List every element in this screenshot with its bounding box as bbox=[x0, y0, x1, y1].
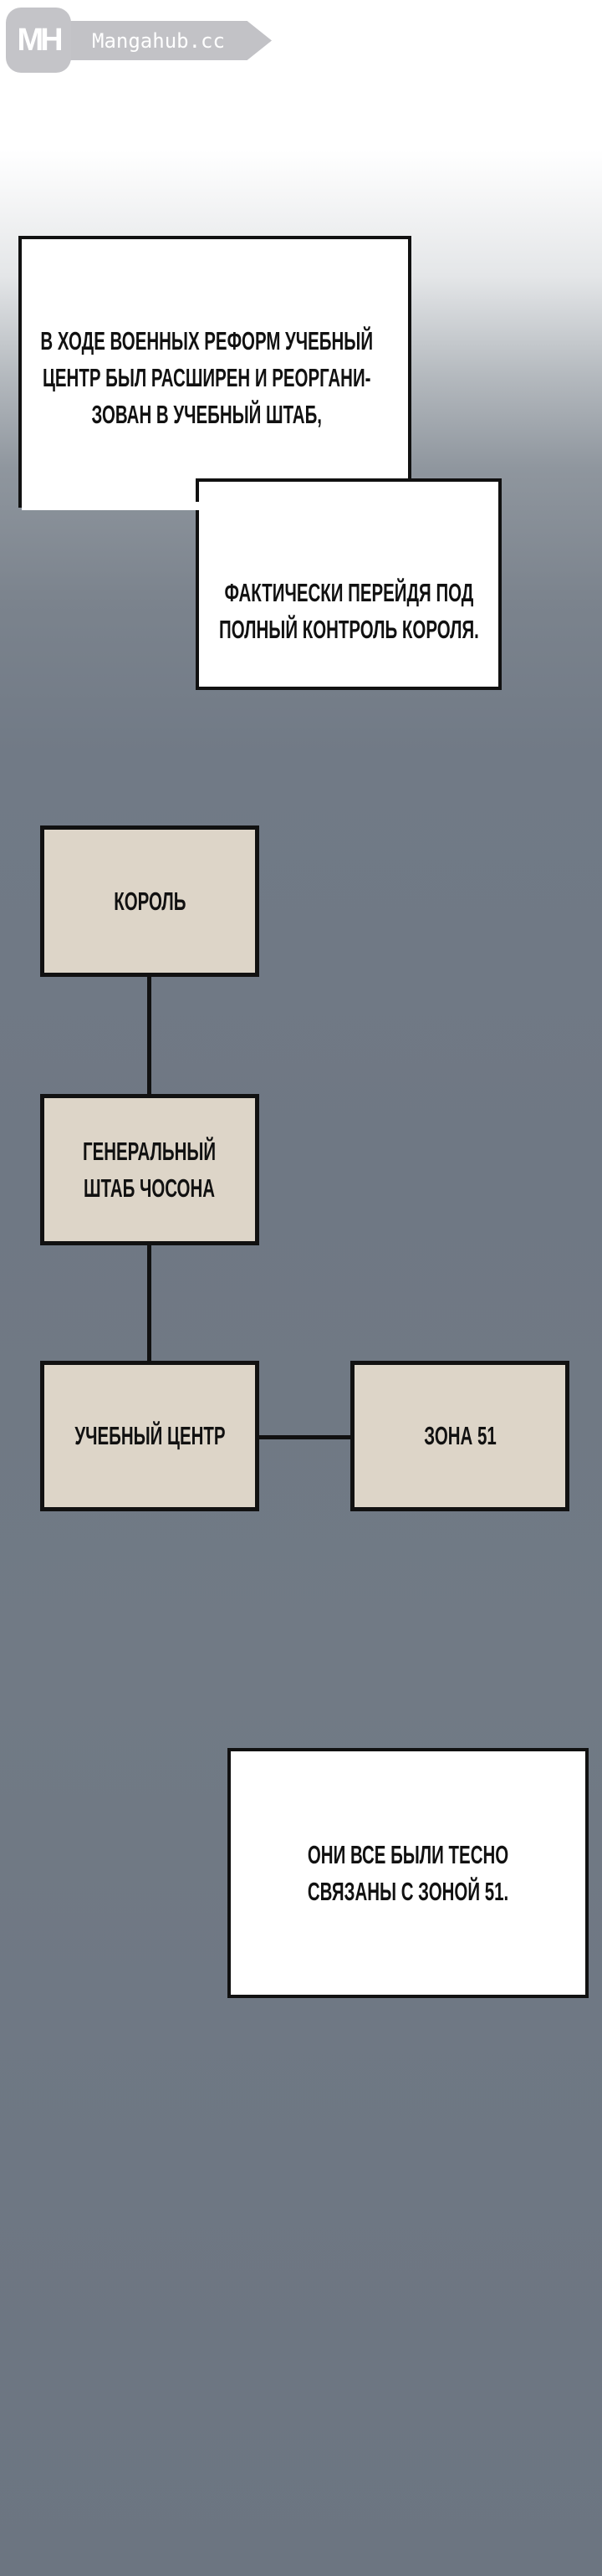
node-line: ШТАБ ЧОСОНА bbox=[84, 1173, 216, 1203]
caption-line: СВЯЗАНЫ С ЗОНОЙ 51. bbox=[307, 1876, 509, 1906]
caption-line: ФАКТИЧЕСКИ ПЕРЕЙДЯ ПОД bbox=[224, 578, 473, 607]
node-label: ЗОНА 51 bbox=[423, 1421, 497, 1450]
node-training-center: УЧЕБНЫЙ ЦЕНТР bbox=[40, 1361, 259, 1511]
node-zone-51: ЗОНА 51 bbox=[350, 1361, 569, 1511]
caption-box-1: В ХОДЕ ВОЕННЫХ РЕФОРМ УЧЕБНЫЙ ЦЕНТР БЫЛ … bbox=[18, 236, 411, 508]
node-line: ГЕНЕРАЛЬНЫЙ bbox=[83, 1136, 217, 1166]
watermark-banner: Mangahub.cc bbox=[67, 21, 272, 60]
caption-text-3: ОНИ ВСЕ БЫЛИ ТЕСНО СВЯЗАНЫ С ЗОНОЙ 51. bbox=[308, 1837, 508, 1910]
watermark-logo: MH bbox=[6, 8, 71, 73]
node-label: УЧЕБНЫЙ ЦЕНТР bbox=[74, 1421, 226, 1450]
connector-line bbox=[147, 1244, 151, 1363]
caption-line: В ХОДЕ ВОЕННЫХ РЕФОРМ УЧЕБНЫЙ bbox=[40, 326, 373, 355]
caption-text-1: В ХОДЕ ВОЕННЫХ РЕФОРМ УЧЕБНЫЙ ЦЕНТР БЫЛ … bbox=[40, 323, 373, 433]
caption-line: ЗОВАН В УЧЕБНЫЙ ШТАБ, bbox=[91, 400, 322, 429]
caption-box-3: ОНИ ВСЕ БЫЛИ ТЕСНО СВЯЗАНЫ С ЗОНОЙ 51. bbox=[227, 1748, 589, 1998]
node-general-staff: ГЕНЕРАЛЬНЫЙ ШТАБ ЧОСОНА bbox=[40, 1094, 259, 1245]
caption-line: ПОЛНЫЙ КОНТРОЛЬ КОРОЛЯ. bbox=[218, 615, 479, 644]
caption-text-2: ФАКТИЧЕСКИ ПЕРЕЙДЯ ПОД ПОЛНЫЙ КОНТРОЛЬ К… bbox=[219, 575, 479, 648]
caption-line: ЦЕНТР БЫЛ РАСШИРЕН И РЕОРГАНИ- bbox=[42, 363, 371, 392]
node-label: КОРОЛЬ bbox=[113, 886, 186, 916]
node-label: ГЕНЕРАЛЬНЫЙ ШТАБ ЧОСОНА bbox=[83, 1133, 216, 1207]
caption-line: ОНИ ВСЕ БЫЛИ ТЕСНО bbox=[307, 1839, 509, 1869]
caption-box-2: ФАКТИЧЕСКИ ПЕРЕЙДЯ ПОД ПОЛНЫЙ КОНТРОЛЬ К… bbox=[196, 478, 502, 690]
connector-line bbox=[147, 975, 151, 1096]
connector-line bbox=[258, 1435, 352, 1439]
node-king: КОРОЛЬ bbox=[40, 825, 259, 977]
watermark-site: Mangahub.cc bbox=[92, 28, 225, 53]
